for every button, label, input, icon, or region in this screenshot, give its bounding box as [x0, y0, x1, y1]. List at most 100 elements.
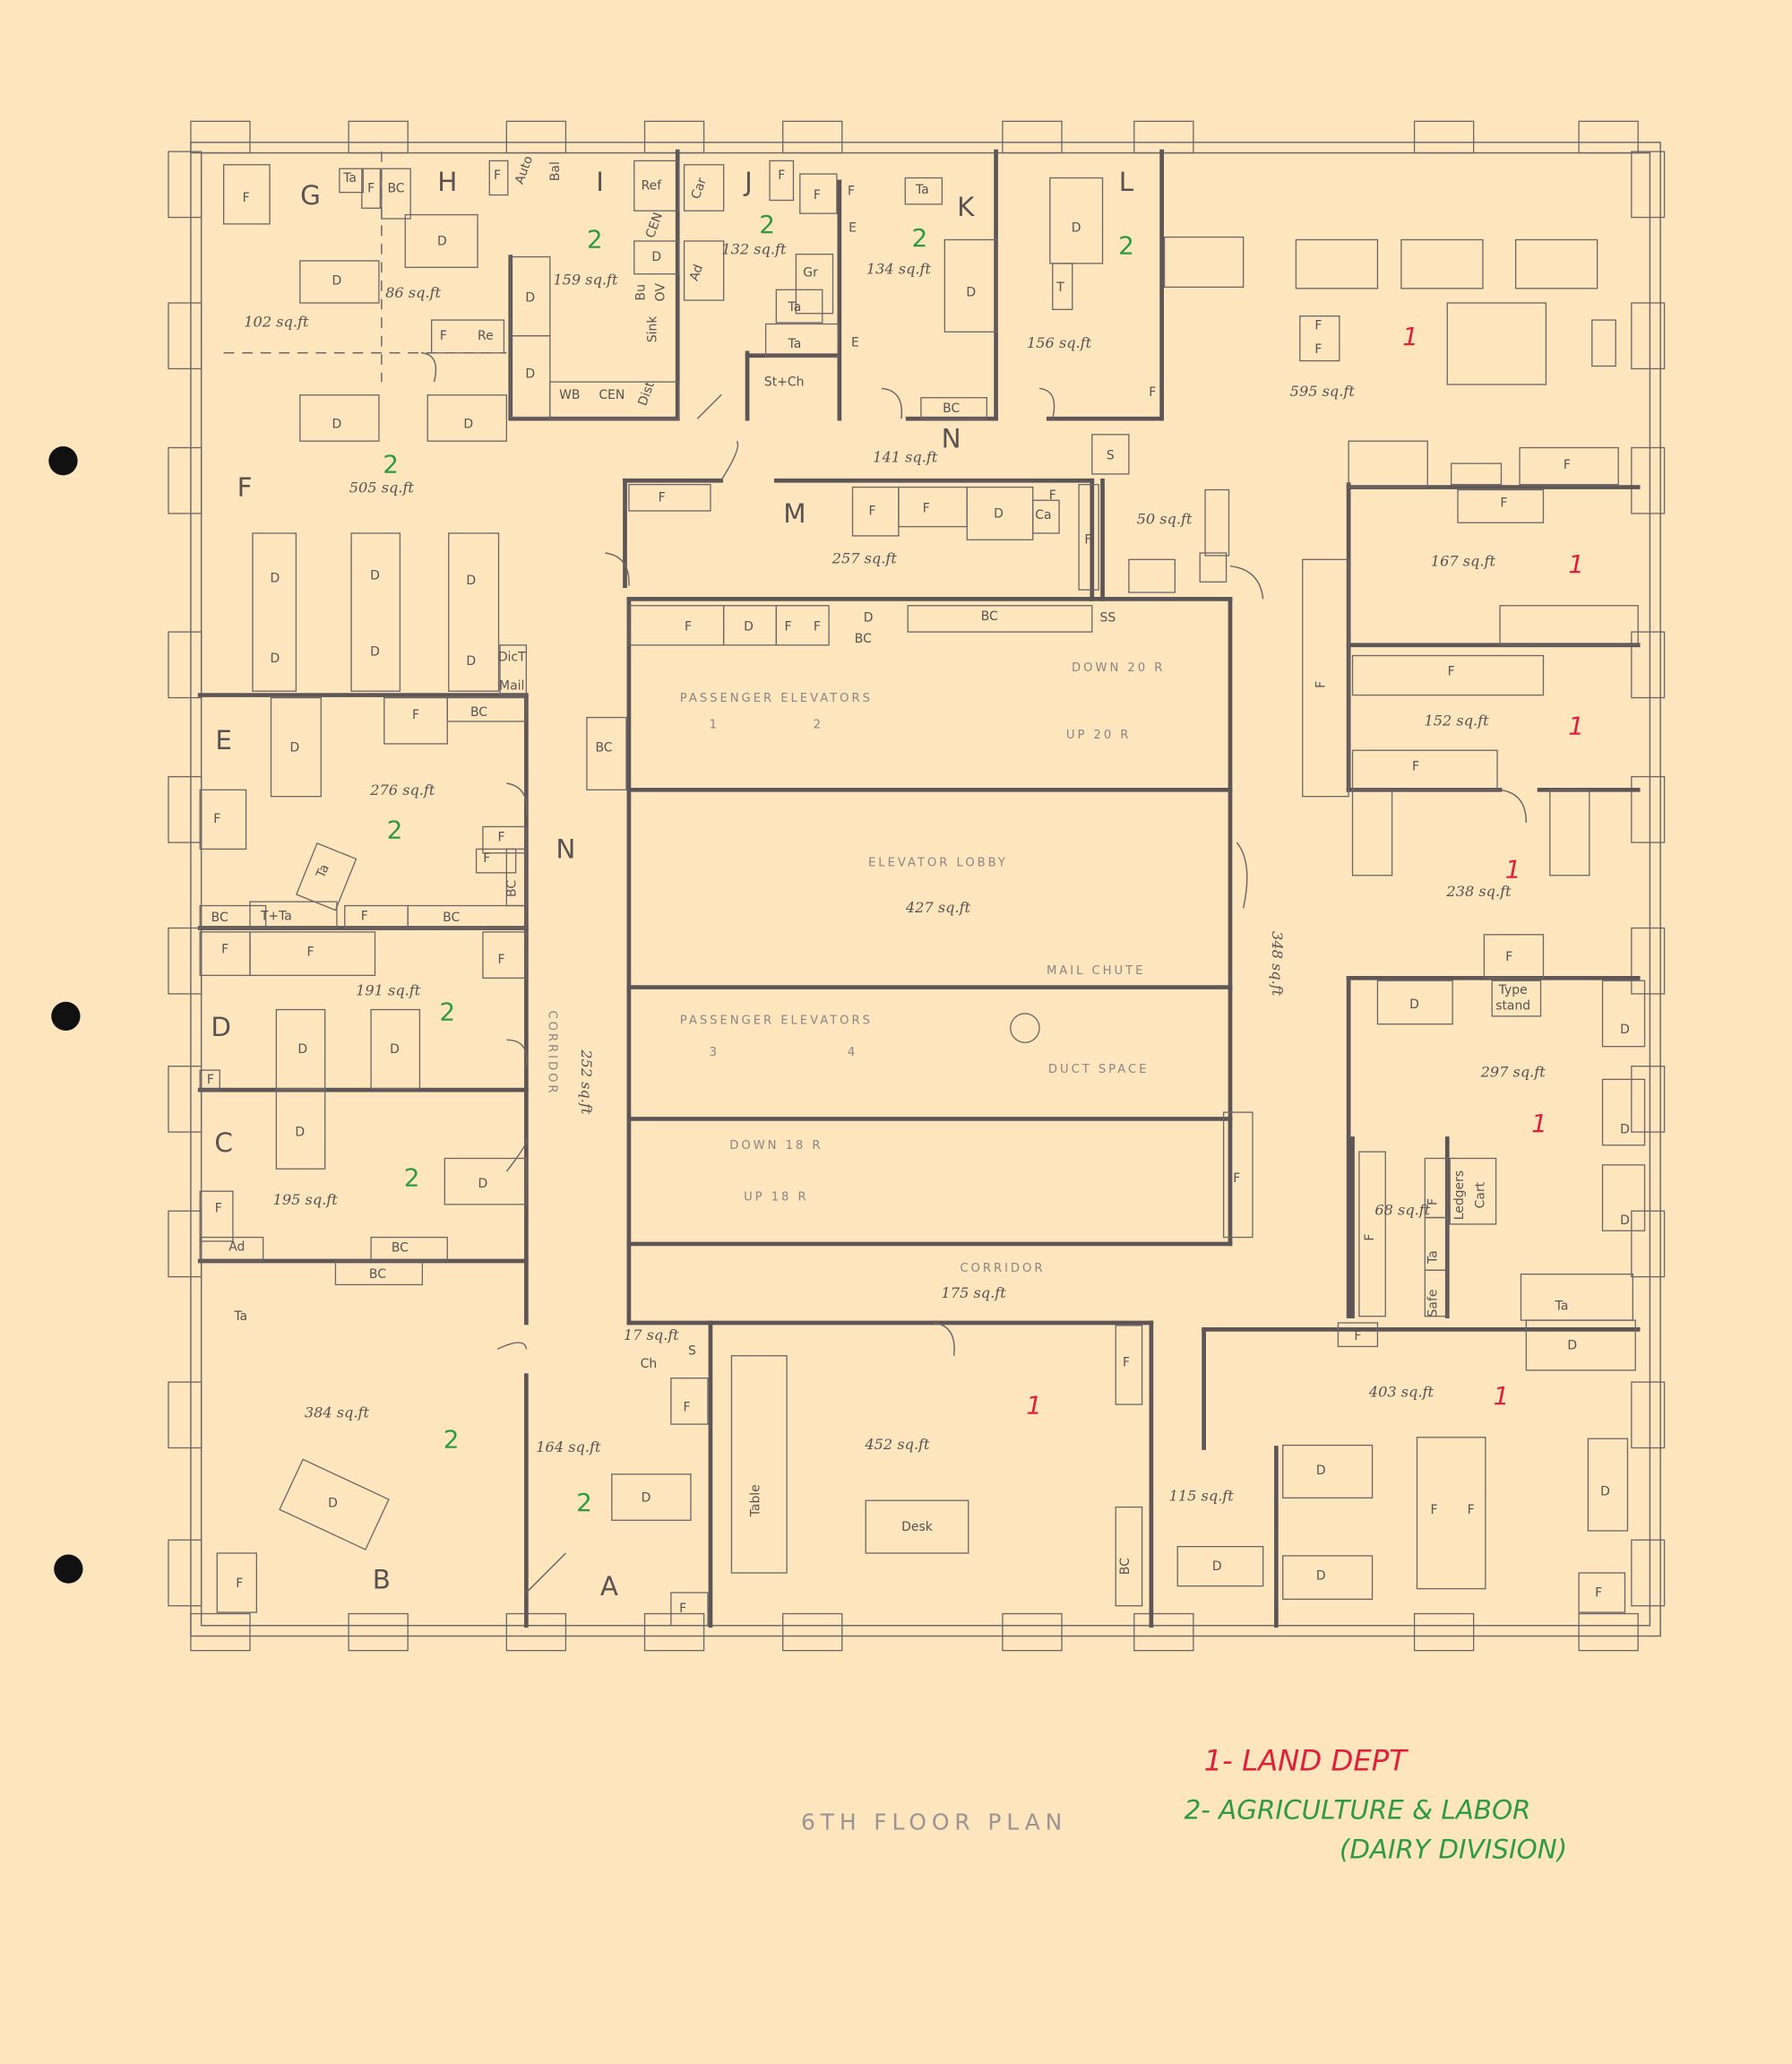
fixture-label-f: F	[685, 620, 692, 635]
window-pier	[505, 120, 567, 154]
furniture	[1483, 934, 1545, 979]
furniture	[249, 931, 376, 977]
fixture-label-cen: CEN	[599, 388, 625, 402]
fixture-label-f: F	[869, 504, 876, 518]
window-pier	[168, 631, 202, 699]
door-swing	[605, 552, 630, 586]
furniture	[249, 901, 338, 929]
binder-hole	[54, 1554, 83, 1584]
fixture-label-d: D	[466, 574, 476, 588]
fixture-label-f: F	[1314, 342, 1322, 357]
furniture	[1514, 238, 1598, 289]
dept-marker-agriculture: 2	[912, 223, 928, 253]
door-swing	[506, 782, 528, 816]
room-label-j: J	[743, 167, 753, 197]
furniture	[1302, 558, 1349, 798]
fixture-label-dist: Dist	[635, 379, 658, 408]
fixture-label-d: D	[1212, 1559, 1222, 1574]
fixture-label-ca: Ca	[1035, 508, 1051, 522]
dept-marker-land: 1	[1568, 549, 1584, 579]
fixture-label-f: F	[440, 329, 447, 343]
area-label-156: 156 sq.ft	[1027, 334, 1092, 351]
dept-marker-land: 1	[1402, 322, 1418, 351]
fixture-label-d: D	[1600, 1484, 1610, 1498]
area-label-159: 159 sq.ft	[553, 271, 618, 288]
fixture-label-d: D	[271, 652, 280, 666]
fixture-label-bc: BC	[443, 911, 460, 925]
furniture	[510, 335, 551, 419]
furniture	[1282, 1444, 1374, 1498]
fixture-label-d: D	[290, 741, 300, 756]
fixture-label-d: D	[271, 571, 280, 585]
fixture-label-d: D	[642, 1491, 651, 1506]
fixture-label-re: Re	[478, 329, 494, 343]
furniture	[1519, 446, 1619, 486]
furniture	[199, 1190, 234, 1242]
fixture-label-d: D	[966, 286, 976, 300]
window-pier	[348, 1612, 409, 1652]
furniture	[216, 1552, 258, 1613]
furniture	[799, 173, 838, 214]
furniture	[1578, 1572, 1626, 1613]
window-pier	[1631, 1381, 1666, 1449]
fixture-label-sink: Sink	[646, 315, 660, 343]
furniture	[775, 289, 823, 324]
furniture	[270, 696, 322, 798]
fixture-label-car: Car	[689, 176, 710, 201]
area-label-505: 505 sq.ft	[349, 479, 415, 496]
door-swing	[420, 352, 437, 383]
furniture	[1376, 980, 1453, 1025]
fixture-label-ad: Ad	[228, 1239, 245, 1254]
fixture-label-d: D	[1316, 1464, 1326, 1478]
furniture	[350, 532, 401, 692]
area-label-86: 86 sq.ft	[385, 284, 441, 301]
furniture	[904, 177, 943, 205]
furniture	[1424, 1269, 1448, 1317]
window-pier	[168, 302, 202, 370]
furniture	[1299, 315, 1340, 362]
area-label-348: 348 sq.ft	[1269, 931, 1286, 997]
dept-marker-land: 1	[1568, 712, 1584, 741]
space-label-elevator-lobby: ELEVATOR LOBBY	[868, 856, 1008, 869]
fixture-label-f: F	[1448, 665, 1455, 679]
dept-marker-land: 1	[1505, 855, 1521, 885]
window-pier	[168, 446, 202, 514]
furniture	[1128, 558, 1176, 593]
furniture	[1400, 238, 1484, 289]
fixture-label-typestand2: stand	[1495, 999, 1530, 1014]
furniture	[898, 486, 968, 528]
room-label-n-left: N	[556, 834, 575, 865]
furniture	[482, 931, 528, 979]
window-pier	[1413, 120, 1475, 154]
door-swing	[1236, 842, 1248, 909]
fixture-label-d: D	[1620, 1023, 1630, 1037]
dept-marker-agriculture: 2	[587, 224, 603, 254]
furniture	[1587, 1438, 1629, 1532]
space-label-pass-elev-2: PASSENGER ELEVATORS	[680, 1015, 873, 1028]
furniture	[1416, 1437, 1486, 1590]
fixture-label-f: F	[848, 185, 855, 199]
area-label-68: 68 sq.ft	[1374, 1202, 1430, 1219]
furniture	[199, 789, 247, 851]
window-pier	[1631, 775, 1666, 843]
fixture-label-dict: DicT	[498, 650, 526, 664]
fixture-label-d: D	[994, 506, 1004, 521]
furniture	[1199, 552, 1228, 583]
area-label-175: 175 sq.ft	[942, 1284, 1007, 1301]
fixture-label-ta: Ta	[342, 171, 357, 186]
fixture-label-f: F	[785, 620, 792, 635]
legend-item-agriculture-labor: 2- AGRICULTURE & LABOR	[1185, 1795, 1531, 1826]
window-pier	[1631, 1066, 1666, 1133]
rubbish-chute	[1010, 1013, 1040, 1043]
furniture	[404, 213, 478, 269]
fixture-label-e: E	[849, 221, 857, 236]
furniture	[275, 1089, 326, 1170]
fixture-label-cart: Cart	[1473, 1181, 1487, 1208]
fixture-label-f: F	[1314, 318, 1322, 332]
furniture	[199, 1236, 264, 1262]
space-label-up20: UP 20 R	[1066, 729, 1132, 742]
door-swing	[934, 1322, 955, 1356]
door-swing	[506, 1039, 528, 1067]
fixture-label-bu: Bu	[634, 284, 649, 300]
furniture	[1601, 980, 1646, 1048]
